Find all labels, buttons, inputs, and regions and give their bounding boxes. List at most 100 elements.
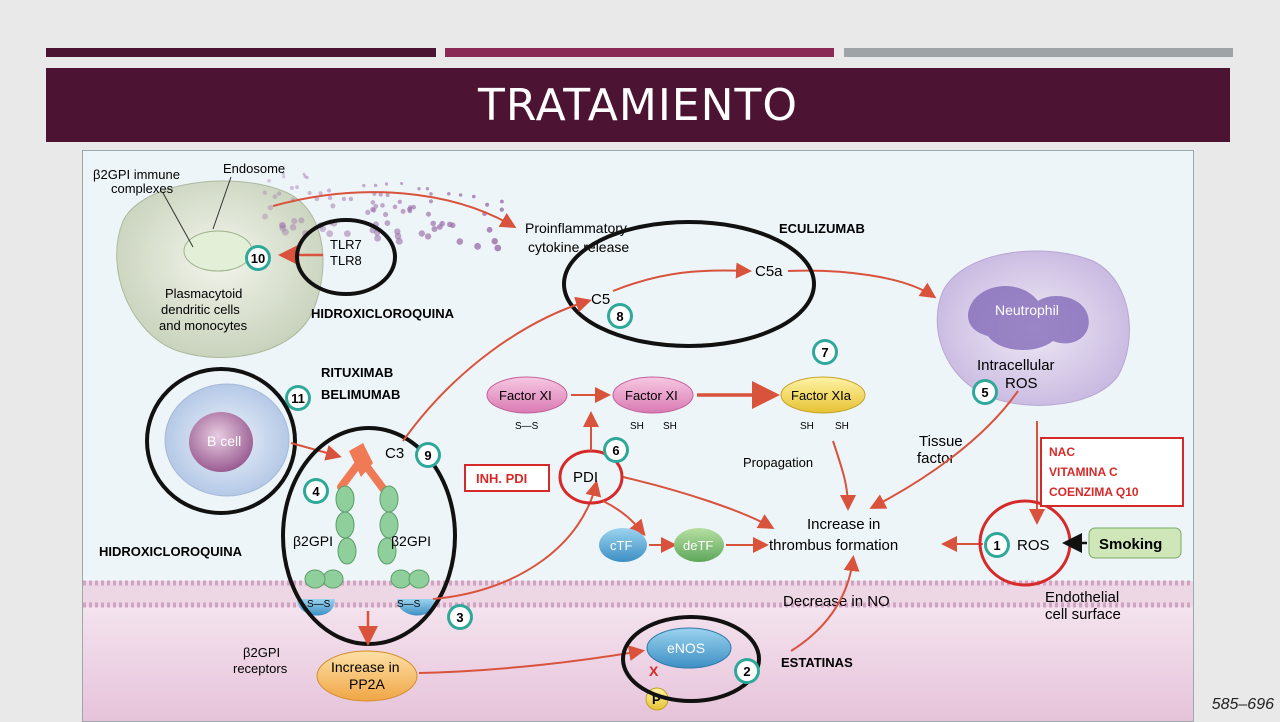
proinflammatory-label-1: Proinflammatory bbox=[525, 220, 627, 236]
cytokine-dot bbox=[370, 207, 376, 212]
step-badge-label: 2 bbox=[743, 664, 750, 679]
cytokine-dot bbox=[295, 185, 299, 190]
cytokine-dot bbox=[303, 175, 307, 179]
cytokine-dot bbox=[262, 213, 269, 220]
factor-xia-label: Factor XIa bbox=[791, 388, 852, 403]
cytokine-dot bbox=[384, 220, 391, 226]
cytokine-dot bbox=[373, 183, 378, 188]
cytokine-dot bbox=[491, 238, 498, 245]
accent-bar-3 bbox=[844, 48, 1233, 57]
cytokine-dot bbox=[282, 175, 286, 179]
cytokine-dot bbox=[485, 202, 490, 207]
step-badge-3: 3 bbox=[447, 604, 473, 630]
cytokine-dot bbox=[428, 199, 434, 204]
cytokine-dot bbox=[499, 207, 504, 212]
step-badge-label: 11 bbox=[291, 391, 305, 406]
cytokine-dot bbox=[341, 196, 347, 202]
cytokine-arrow bbox=[272, 191, 517, 229]
pathway-figure: β2GPI immune complexes Endosome Plasmacy… bbox=[82, 150, 1194, 722]
cytokine-dot bbox=[344, 230, 351, 237]
cytokine-dot bbox=[429, 192, 433, 196]
immune-complexes-label: β2GPI immune bbox=[93, 167, 180, 182]
factor-xi-b-sh1: SH bbox=[630, 421, 644, 432]
ctf-blob bbox=[599, 528, 647, 562]
cytokine-dot bbox=[397, 199, 402, 204]
cytokine-dot bbox=[327, 188, 331, 193]
cytokine-dot bbox=[395, 237, 403, 245]
cytokine-dot bbox=[411, 204, 417, 210]
receptors-label-1: β2GPI bbox=[243, 645, 280, 660]
antioxidants-box bbox=[1040, 437, 1184, 507]
factor-xi-a-ss: S—S bbox=[515, 421, 539, 432]
factor-xi-b-pill bbox=[612, 376, 694, 414]
accent-bar-2 bbox=[445, 48, 834, 57]
thrombus-label-2: thrombus formation bbox=[769, 537, 898, 554]
c5-to-c5a-arrow bbox=[612, 262, 752, 292]
cytokine-dot bbox=[407, 208, 413, 214]
hidroxi-left-label: HIDROXICLOROQUINA bbox=[99, 544, 243, 559]
antibody-complex bbox=[297, 443, 435, 616]
cytokine-dot bbox=[262, 190, 267, 195]
endosome-pointer bbox=[212, 176, 232, 230]
step-badge-label: 8 bbox=[616, 309, 623, 324]
factor-xia-pill bbox=[780, 376, 866, 414]
cytokine-dot bbox=[425, 187, 430, 191]
slide-title: TRATAMIENTO bbox=[477, 80, 799, 131]
cytokine-dot bbox=[424, 233, 432, 240]
propagation-label: Propagation bbox=[743, 455, 813, 470]
cytokine-dot bbox=[298, 217, 305, 224]
pdi-to-thrombus-arrow bbox=[622, 476, 775, 529]
immune-complexes-label-2: complexes bbox=[111, 181, 174, 196]
cytokine-dot bbox=[385, 193, 390, 198]
cytokine-dot bbox=[500, 199, 504, 204]
ros-to-thrombus-arrow bbox=[869, 390, 1019, 509]
step-badge-label: 4 bbox=[312, 484, 320, 499]
detf-label: deTF bbox=[683, 538, 713, 553]
enos-to-thrombus-arrow bbox=[790, 555, 860, 652]
ss-right-label: S—S bbox=[397, 599, 421, 610]
factor-xi-a-label: Factor XI bbox=[499, 388, 552, 403]
step-badge-2: 2 bbox=[734, 658, 760, 684]
complex-pointer bbox=[162, 192, 194, 248]
cytokine-dot bbox=[383, 211, 389, 218]
tissue-factor-label-1: Tissue bbox=[919, 433, 963, 450]
step-badge-label: 3 bbox=[456, 610, 463, 625]
c5-highlight-circle bbox=[562, 220, 816, 348]
cytokine-dot bbox=[374, 234, 381, 242]
inh-pdi-box bbox=[464, 464, 550, 492]
cytokine-dot bbox=[327, 195, 333, 201]
rituximab-label: RITUXIMAB bbox=[321, 365, 393, 380]
step-badge-7: 7 bbox=[812, 339, 838, 365]
proinflammatory-label-2: cytokine release bbox=[528, 239, 629, 255]
cytokine-dot bbox=[314, 196, 320, 202]
cytokine-dot bbox=[289, 185, 294, 190]
title-band: TRATAMIENTO bbox=[46, 68, 1230, 142]
cytokine-dot bbox=[291, 218, 298, 225]
step-badge-6: 6 bbox=[603, 437, 629, 463]
cytokine-dot bbox=[472, 194, 476, 199]
c5a-to-neutrophil-arrow bbox=[787, 269, 937, 299]
smoking-label: Smoking bbox=[1099, 536, 1162, 553]
step-badge-5: 5 bbox=[972, 379, 998, 405]
ctf-label: cTF bbox=[610, 538, 632, 553]
factor-xi-a-pill bbox=[486, 376, 568, 414]
accent-bar-1 bbox=[46, 48, 436, 57]
xia-to-thrombus-arrow bbox=[832, 440, 856, 511]
step-badge-label: 5 bbox=[981, 385, 988, 400]
decrease-no-label: Decrease in NO bbox=[783, 593, 890, 610]
cytokine-dot bbox=[326, 230, 334, 238]
ros-label: ROS bbox=[1017, 537, 1050, 554]
neutrophil-label: Neutrophil bbox=[995, 302, 1059, 318]
step-badge-8: 8 bbox=[607, 303, 633, 329]
cytokine-dot bbox=[486, 226, 493, 233]
pp2a-to-enos-arrow bbox=[418, 645, 645, 674]
b-cell-highlight-circle bbox=[145, 367, 297, 515]
cytokine-dot bbox=[373, 204, 379, 209]
neutrophil-cell bbox=[936, 250, 1130, 406]
dendritic-cell bbox=[116, 180, 324, 358]
cytokine-dot bbox=[456, 238, 464, 245]
step-badge-9: 9 bbox=[415, 442, 441, 468]
step-badge-11: 11 bbox=[285, 385, 311, 411]
cytokine-dot bbox=[330, 203, 336, 209]
